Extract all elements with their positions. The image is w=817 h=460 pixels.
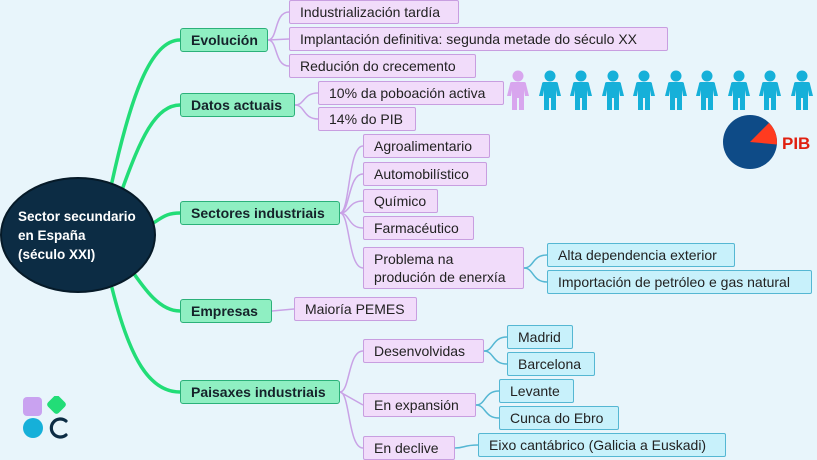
leaf-quimico[interactable]: Químico <box>363 189 438 213</box>
branch-evolucion-label: Evolución <box>191 32 258 48</box>
logo-icon <box>23 396 68 439</box>
branch-empresas-label: Empresas <box>191 303 258 319</box>
branch-paisaxes[interactable]: Paisaxes industriais <box>180 380 340 404</box>
leaf-industrializacion[interactable]: Industrialización tardía <box>289 0 459 24</box>
leaf-pib[interactable]: 14% do PIB <box>318 107 416 131</box>
leaf-en-declive[interactable]: En declive <box>363 436 455 460</box>
leaf-problema-enerxia[interactable]: Problema na produción de enerxía <box>363 247 524 289</box>
leaf-label: Desenvolvidas <box>374 343 466 359</box>
leaf-madrid[interactable]: Madrid <box>507 325 573 349</box>
person-icon <box>633 70 655 110</box>
leaf-farmaceutico[interactable]: Farmacéutico <box>363 216 474 240</box>
leaf-label: 14% do PIB <box>329 111 403 127</box>
leaf-label: En expansión <box>374 397 459 413</box>
leaf-importacion[interactable]: Importación de petróleo e gas natural <box>547 270 812 294</box>
person-icon <box>790 70 813 110</box>
leaf-agroalimentario[interactable]: Agroalimentario <box>363 134 490 158</box>
branch-paisaxes-label: Paisaxes industriais <box>191 384 326 400</box>
leaf-label: Redución do crecemento <box>300 58 456 74</box>
root-line-2: en España <box>18 227 86 243</box>
leaf-barcelona[interactable]: Barcelona <box>507 352 595 376</box>
leaf-desenvolvidas[interactable]: Desenvolvidas <box>363 339 484 363</box>
branch-datos-label: Datos actuais <box>191 97 283 113</box>
branch-evolucion[interactable]: Evolución <box>180 28 268 52</box>
root-line-1: Sector secundario <box>18 208 136 224</box>
person-icon <box>696 70 718 110</box>
person-icon <box>507 70 529 110</box>
leaf-label: Eixo cantábrico (Galicia a Euskadi) <box>489 437 707 453</box>
leaf-label: Cunca do Ebro <box>510 410 604 426</box>
pie-label: PIB <box>782 134 810 153</box>
pie-chart-icon <box>723 115 777 169</box>
leaf-label: Farmacéutico <box>374 220 459 236</box>
problema-line-1: Problema na <box>374 251 454 267</box>
leaf-cunca-do-ebro[interactable]: Cunca do Ebro <box>499 406 619 430</box>
leaf-label: Importación de petróleo e gas natural <box>558 274 790 290</box>
leaf-label: Implantación definitiva: segunda metade … <box>300 31 637 47</box>
leaf-label: Químico <box>374 193 427 209</box>
leaf-automobilistico[interactable]: Automobilístico <box>363 162 487 186</box>
pie-pib-slice <box>750 122 777 145</box>
branch-empresas[interactable]: Empresas <box>180 299 272 323</box>
leaf-label: Agroalimentario <box>374 138 473 154</box>
leaf-implantacion[interactable]: Implantación definitiva: segunda metade … <box>289 27 668 51</box>
leaf-label: Maioría PEMES <box>305 301 405 317</box>
leaf-levante[interactable]: Levante <box>499 379 574 403</box>
leaf-maioria-pemes[interactable]: Maioría PEMES <box>294 297 417 321</box>
leaf-label: En declive <box>374 440 439 456</box>
root-node[interactable]: Sector secundario en España (século XXI) <box>0 177 156 293</box>
problema-line-2: produción de enerxía <box>374 269 506 285</box>
leaf-alta-dependencia[interactable]: Alta dependencia exterior <box>547 243 735 267</box>
pib-pie-chart: PIB <box>723 115 810 169</box>
person-icon <box>664 70 687 110</box>
leaf-label: Alta dependencia exterior <box>558 247 717 263</box>
leaf-label: Industrialización tardía <box>300 4 441 20</box>
branch-sectores-label: Sectores industriais <box>191 205 325 221</box>
person-icon <box>759 70 781 110</box>
person-icon <box>601 70 624 110</box>
leaf-label: Levante <box>510 383 560 399</box>
leaf-en-expansion[interactable]: En expansión <box>363 393 476 417</box>
branch-datos-actuais[interactable]: Datos actuais <box>180 93 295 117</box>
leaf-poboacion-activa[interactable]: 10% da poboación activa <box>318 81 504 105</box>
leaf-reducion[interactable]: Redución do crecemento <box>289 54 476 78</box>
root-line-3: (século XXI) <box>18 246 96 262</box>
leaf-label: Automobilístico <box>374 166 469 182</box>
person-icon <box>538 70 561 110</box>
branch-sectores[interactable]: Sectores industriais <box>180 201 340 225</box>
leaf-label: 10% da poboación activa <box>329 85 486 101</box>
leaf-label: Barcelona <box>518 356 582 372</box>
person-icon <box>570 70 592 110</box>
leaf-label: Madrid <box>518 329 561 345</box>
person-icon <box>727 70 750 110</box>
leaf-eixo-cantabrico[interactable]: Eixo cantábrico (Galicia a Euskadi) <box>478 433 726 457</box>
